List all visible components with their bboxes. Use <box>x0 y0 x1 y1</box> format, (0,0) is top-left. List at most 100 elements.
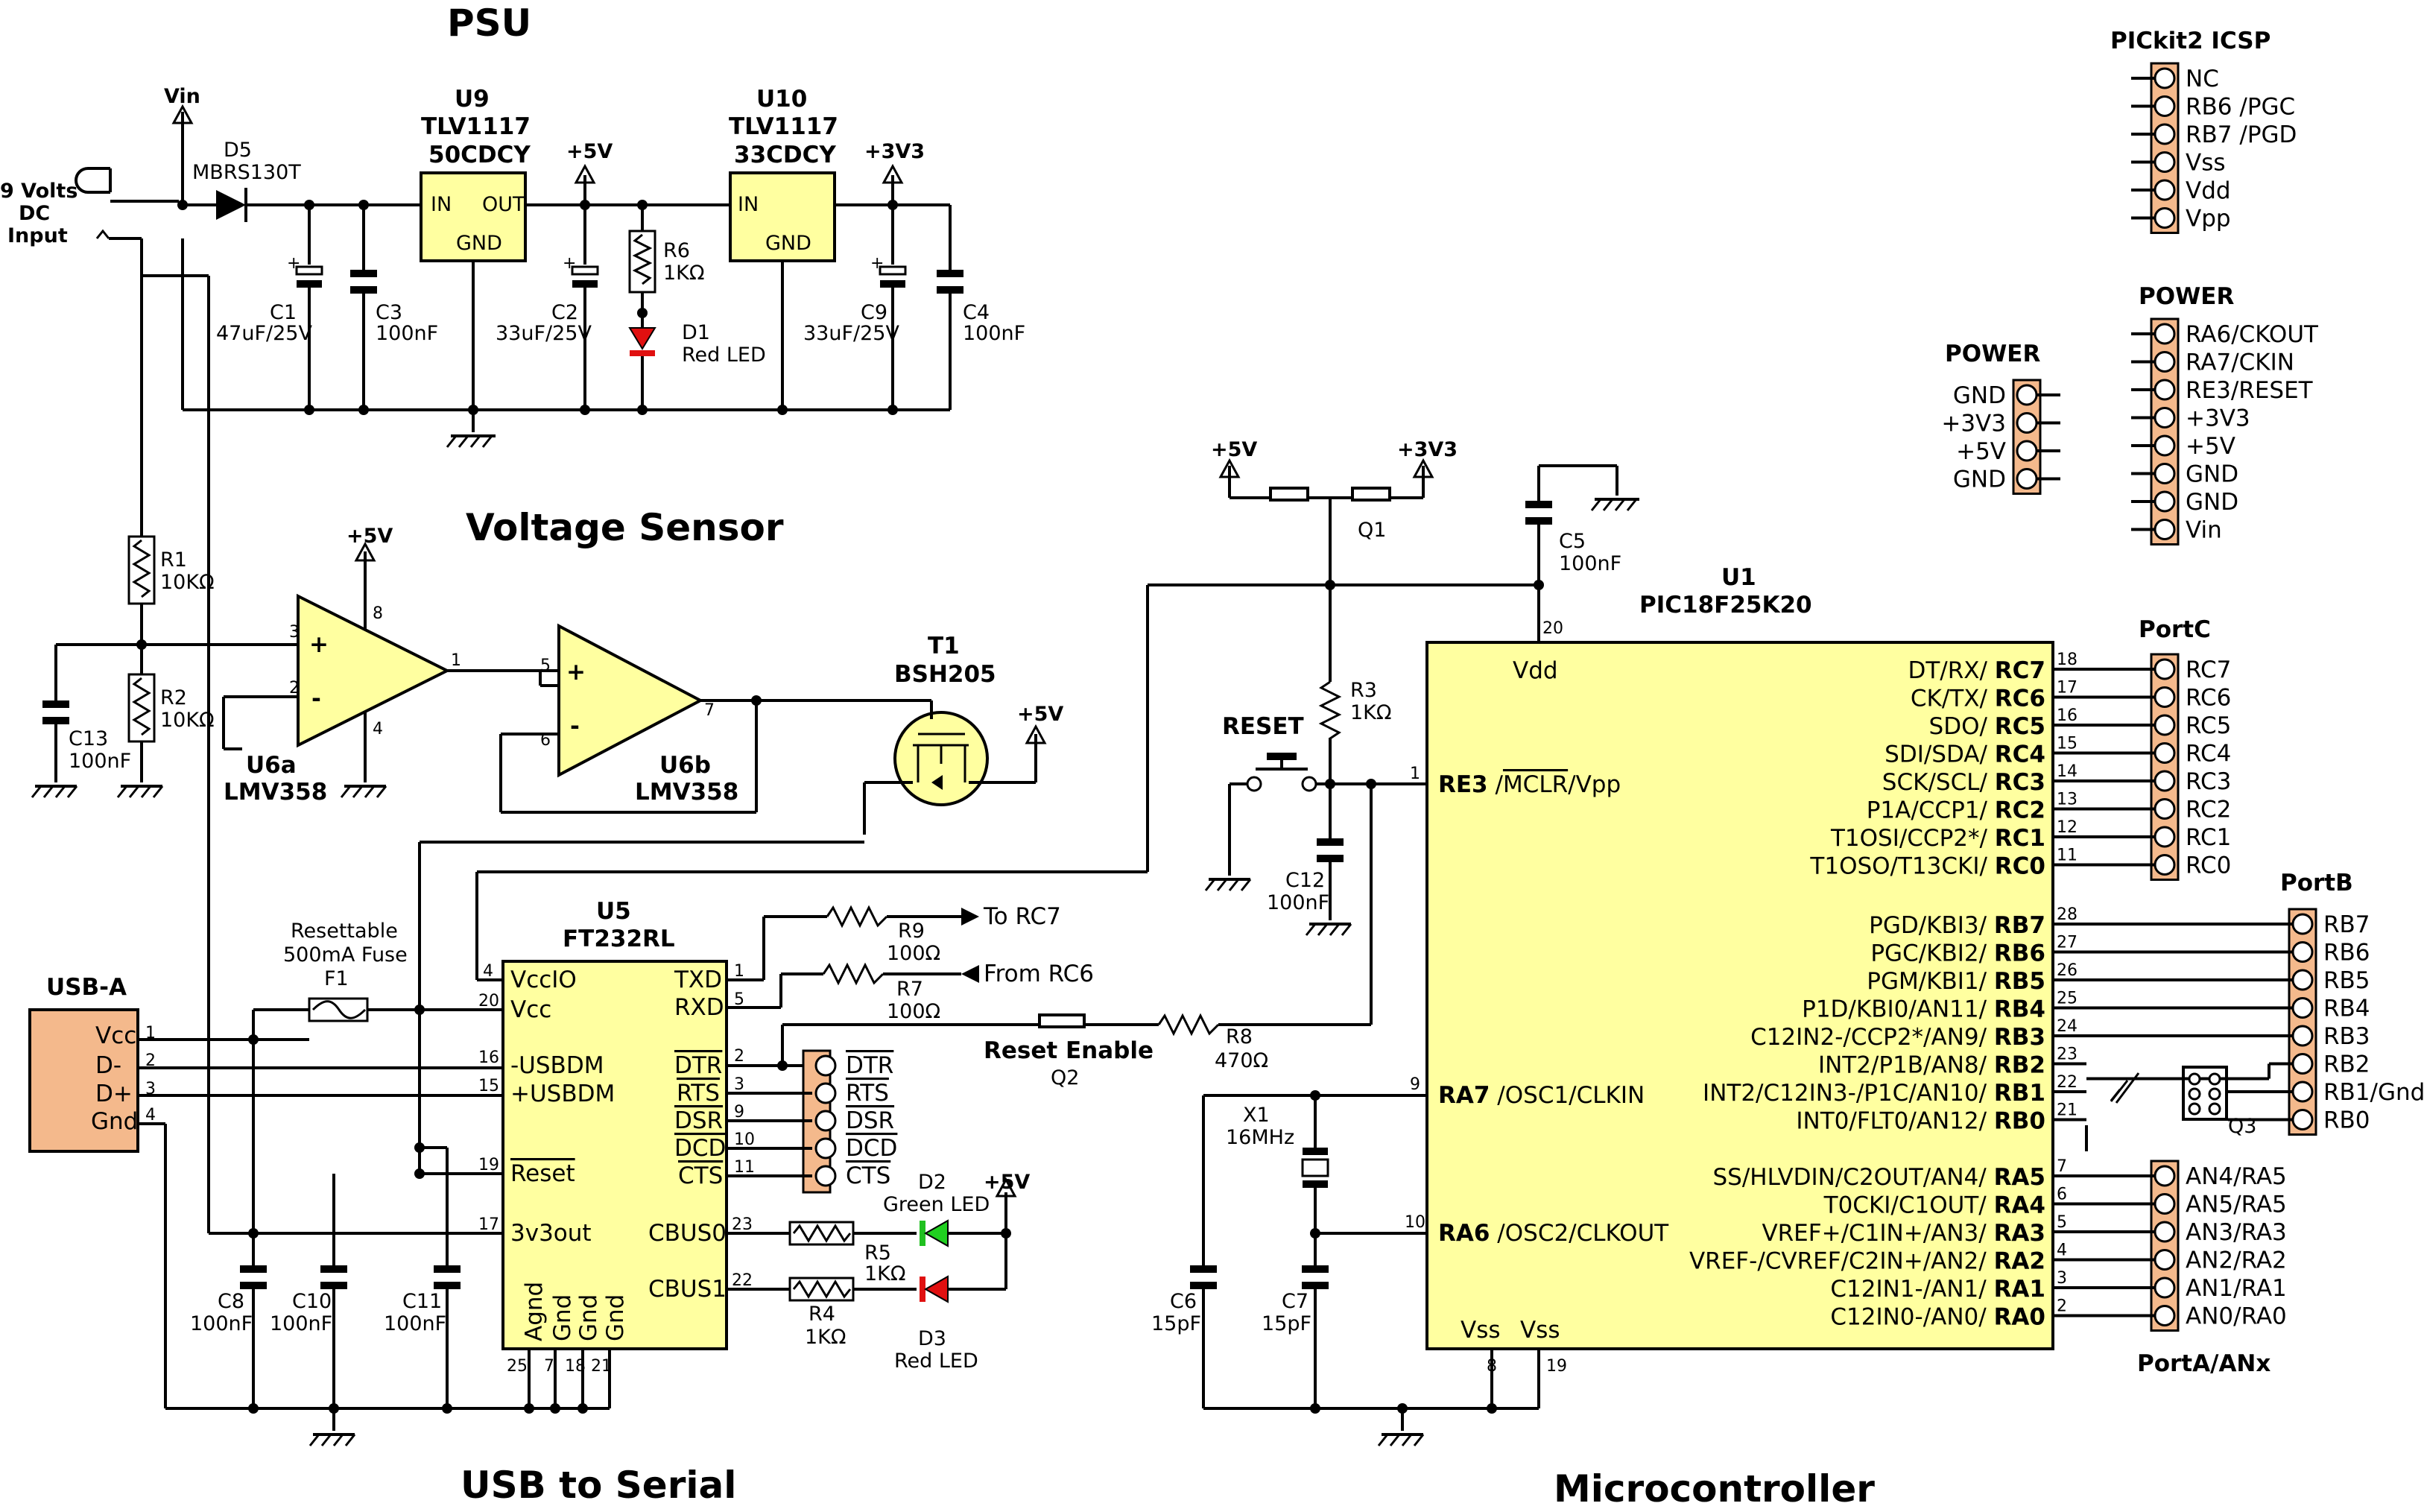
porta-pin-label: AN3/RA3 <box>2186 1219 2287 1246</box>
u1-pin-num: 3 <box>2057 1269 2067 1288</box>
c1-val: 47uF/25V <box>216 322 312 345</box>
svg-text:U6a: U6a <box>246 752 297 779</box>
power_right-pin-label: +5V <box>2186 433 2235 460</box>
svg-text:Reset: Reset <box>510 1160 575 1187</box>
svg-text:5: 5 <box>540 657 551 675</box>
u1-pin-rb4: P1D/KBI0/AN11/ RB4 <box>1802 996 2045 1023</box>
svg-text:15pF: 15pF <box>1151 1312 1201 1335</box>
portc-pin-label: RC1 <box>2186 824 2231 851</box>
u1-pin-num: 13 <box>2057 791 2078 809</box>
svg-text:C13: C13 <box>69 727 108 750</box>
to-rc7-label: To RC7 <box>983 903 1061 930</box>
section-title-voltage-sensor: Voltage Sensor <box>466 506 784 549</box>
u1-pin-num: 12 <box>2057 818 2078 837</box>
portc-pin <box>2154 854 2176 876</box>
svg-text:9: 9 <box>734 1103 744 1122</box>
portc-pin <box>2154 714 2176 736</box>
portc-pin-label: RC7 <box>2186 657 2231 683</box>
led-d3-symbol <box>923 1275 949 1303</box>
u1-pin-rb3: C12IN2-/CCP2*/AN9/ RB3 <box>1750 1024 2045 1051</box>
u1-pin-rb7: PGD/KBI3/ RB7 <box>1869 912 2045 939</box>
u1-pin-num: 25 <box>2057 990 2078 1008</box>
power_left-pin-label: GND <box>1953 466 2006 493</box>
svg-text:8: 8 <box>373 604 383 623</box>
portb-pin <box>2291 1109 2314 1130</box>
svg-text:17: 17 <box>478 1215 499 1234</box>
porta-pin <box>2154 1165 2176 1187</box>
c4-val: 100nF <box>963 322 1025 345</box>
svg-text:CTS: CTS <box>846 1163 890 1189</box>
c9-val: 33uF/25V <box>803 322 899 345</box>
svg-text:RTS: RTS <box>677 1080 720 1107</box>
porta-pin-label: AN0/RA0 <box>2186 1303 2287 1330</box>
portb-pin <box>2291 941 2314 963</box>
svg-text:+: + <box>309 631 329 658</box>
svg-text:LMV358: LMV358 <box>224 779 327 806</box>
power_right-pin-label: GND <box>2186 461 2238 488</box>
svg-text:DCD: DCD <box>846 1135 897 1162</box>
voltage-sensor-section: R1 10KΩ R2 10KΩ C13 100nF + - 3 2 +5V 8 <box>31 276 1063 835</box>
svg-text:C6: C6 <box>1170 1290 1197 1313</box>
svg-text:25: 25 <box>507 1357 528 1376</box>
svg-text:D3: D3 <box>918 1327 946 1350</box>
svg-text:+5V: +5V <box>984 1171 1030 1194</box>
porta-pin <box>2154 1249 2176 1271</box>
svg-text:-: - <box>311 686 321 712</box>
svg-text:R1: R1 <box>160 548 187 572</box>
portc-pin <box>2154 826 2176 848</box>
svg-text:C12: C12 <box>1285 869 1325 892</box>
u1-pin-num: 23 <box>2057 1046 2078 1064</box>
svg-text:+5V: +5V <box>346 525 393 548</box>
pickit-pin-label: RB6 /PGC <box>2186 94 2295 121</box>
u1-pin-num: 11 <box>2057 847 2078 865</box>
u1-pin-num: 7 <box>2057 1157 2067 1176</box>
pickit-header <box>2150 62 2180 234</box>
svg-text:20: 20 <box>1542 619 1563 638</box>
u1-pin-num: 6 <box>2057 1186 2067 1204</box>
d5-part: MBRS130T <box>192 161 301 184</box>
svg-text:R3: R3 <box>1350 679 1377 702</box>
u10-part1: TLV1117 <box>729 113 838 140</box>
psu-5v-label: +5V <box>566 140 613 163</box>
pickit-pin-label: Vss <box>2186 150 2226 177</box>
jumper-q3: Q3 <box>2085 1066 2256 1151</box>
svg-text:Q1: Q1 <box>1358 519 1386 542</box>
svg-text:Agnd: Agnd <box>521 1282 548 1341</box>
u1-pin-rc7: DT/RX/ RC7 <box>1908 657 2045 684</box>
svg-text:F1: F1 <box>324 967 349 990</box>
opamp-u6b <box>557 623 704 778</box>
power_left-pin <box>2016 440 2038 462</box>
svg-text:R9: R9 <box>898 920 925 943</box>
svg-text:1: 1 <box>1410 765 1420 783</box>
svg-text:VccIO: VccIO <box>510 967 577 993</box>
svg-text:Resettable: Resettable <box>291 920 398 943</box>
svg-text:C10: C10 <box>292 1290 332 1313</box>
svg-text:1KΩ: 1KΩ <box>864 1262 906 1285</box>
input-label-2: DC <box>19 202 50 225</box>
svg-text:Q2: Q2 <box>1051 1066 1079 1089</box>
u1-pin-rc6: CK/TX/ RC6 <box>1911 686 2045 712</box>
svg-text:19: 19 <box>478 1156 499 1174</box>
u1-ref: U1 <box>1721 564 1756 591</box>
c2-val: 33uF/25V <box>496 322 592 345</box>
dc-jack-symbol <box>75 167 110 194</box>
portb-pin <box>2291 969 2314 991</box>
pickit-pin <box>2154 207 2176 229</box>
svg-text:4: 4 <box>373 720 383 738</box>
u1-pin-num: 28 <box>2057 905 2078 924</box>
portb-header-title: PortB <box>2280 870 2353 896</box>
svg-text:DTR: DTR <box>846 1052 893 1079</box>
u1-pin-num: 22 <box>2057 1073 2078 1092</box>
u1-pin-ra4: T0CKI/C1OUT/ RA4 <box>1823 1192 2045 1219</box>
portc-pin <box>2154 770 2176 792</box>
pickit-pin <box>2154 67 2176 89</box>
porta-pin <box>2154 1277 2176 1299</box>
svg-text:+: + <box>287 254 300 273</box>
svg-text:GND: GND <box>765 232 811 255</box>
reset-button[interactable] <box>1267 753 1297 760</box>
portb-pin-label: RB2 <box>2323 1051 2370 1078</box>
u1-pin-rc4: SDI/SDA/ RC4 <box>1885 741 2045 768</box>
svg-text:X1: X1 <box>1243 1104 1270 1127</box>
portc-pin <box>2154 742 2176 764</box>
